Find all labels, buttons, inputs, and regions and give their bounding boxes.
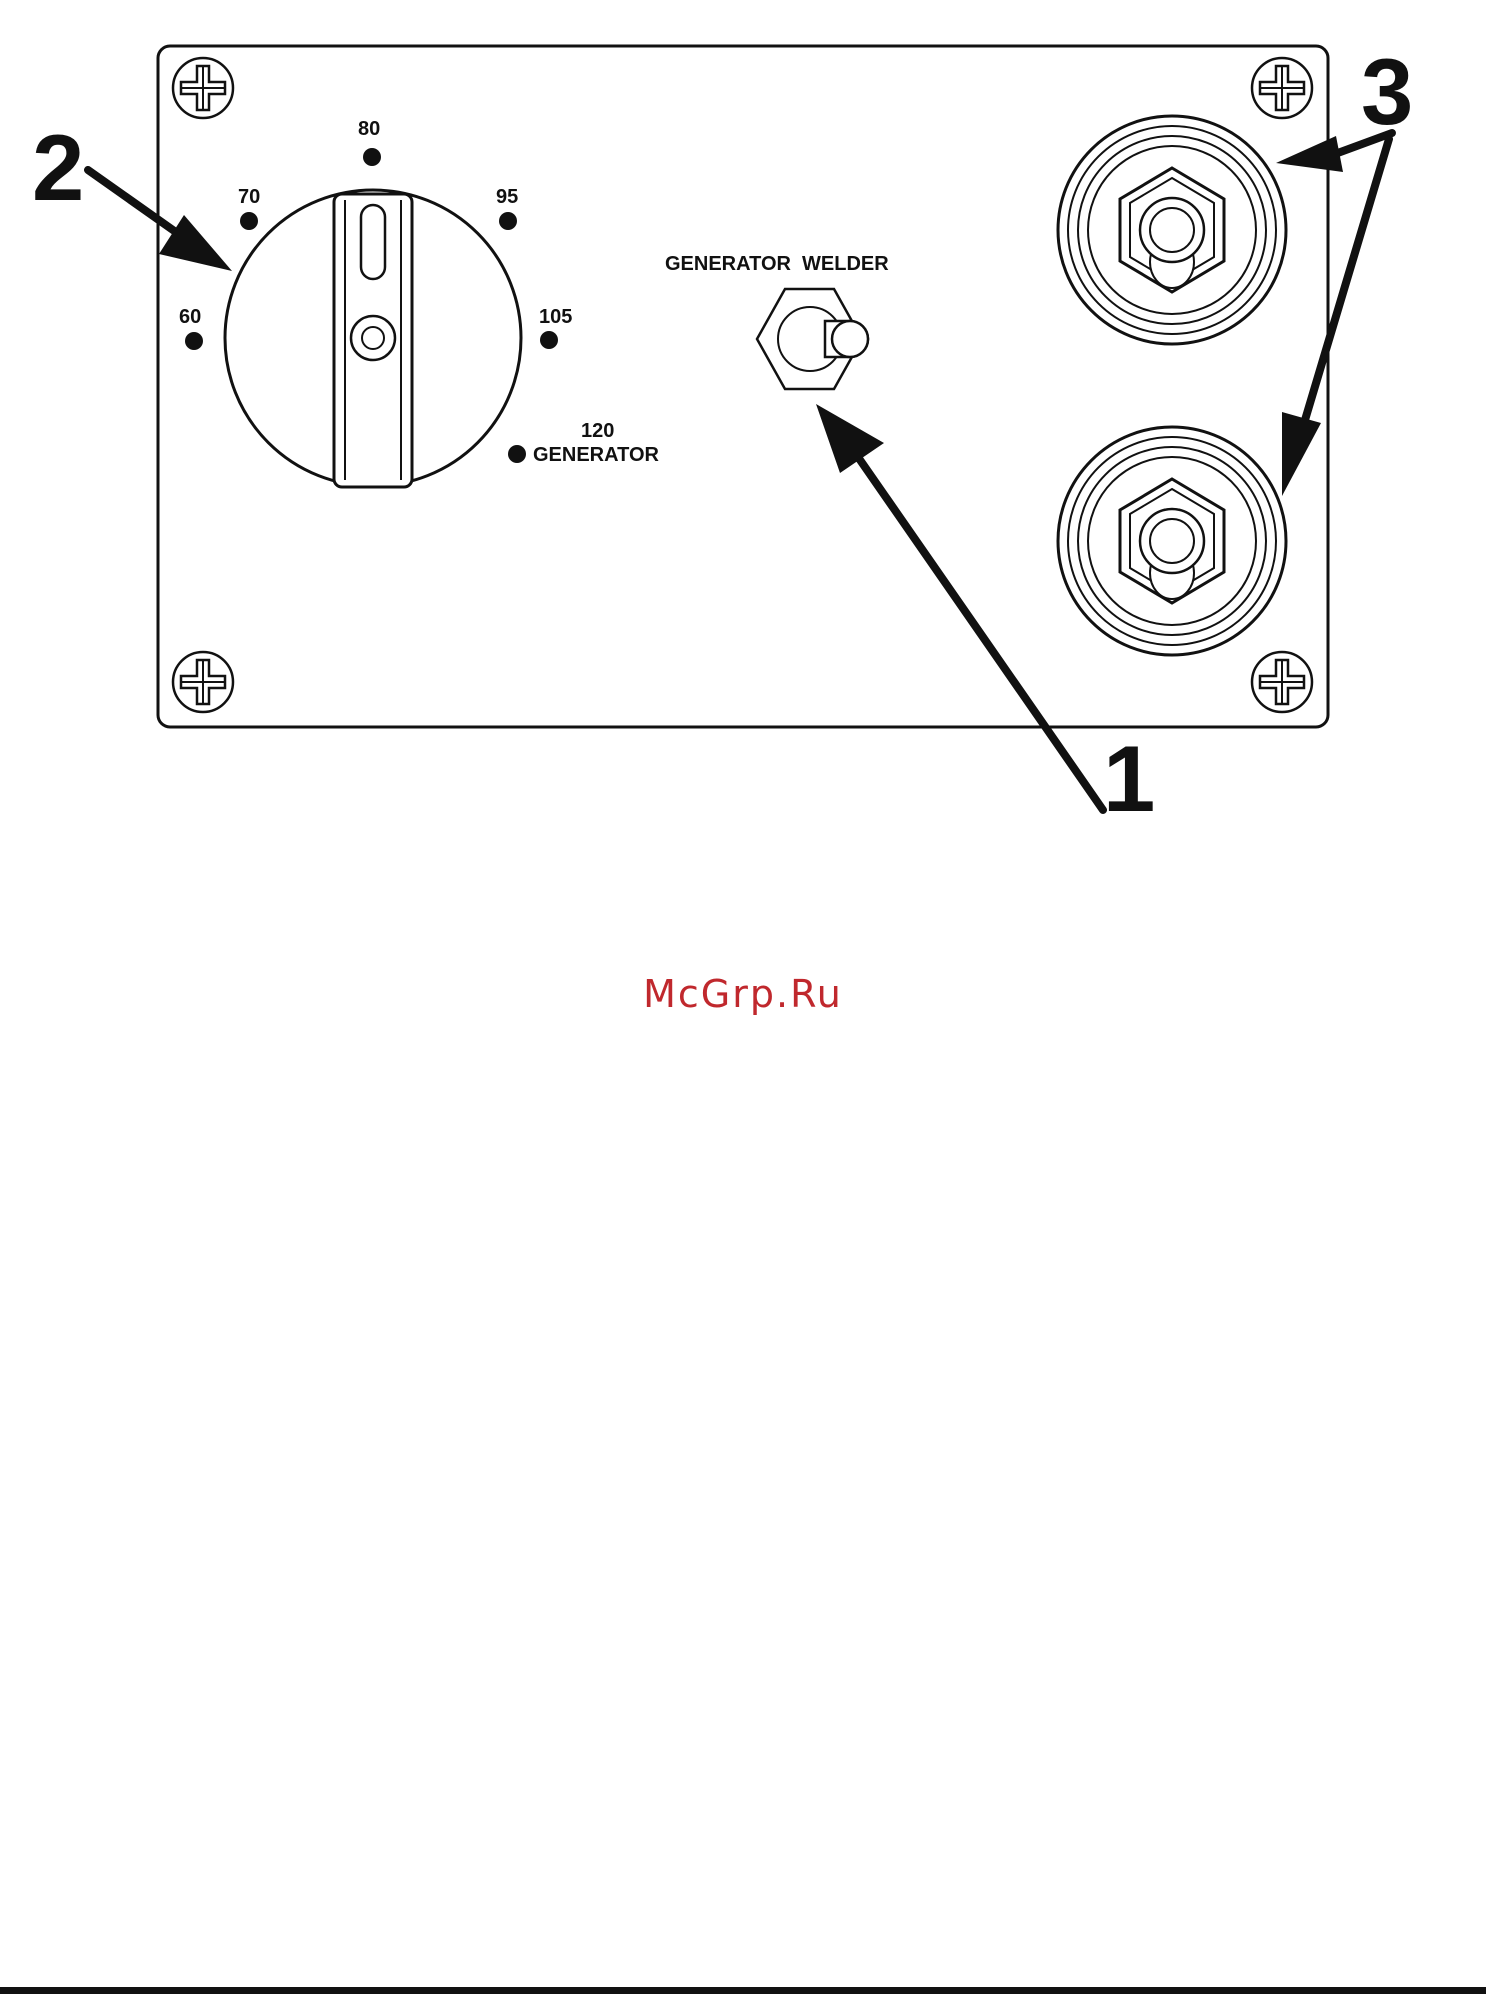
amperage-dial[interactable]: [225, 190, 521, 487]
output-terminal-bottom[interactable]: [1058, 427, 1286, 655]
bottom-rule: [0, 1987, 1486, 1994]
callout-number-1: 1: [1103, 726, 1155, 831]
callout-number-2: 2: [32, 115, 84, 220]
dial-mark-label-70: 70: [238, 186, 260, 208]
dial-mark-label-80: 80: [358, 118, 380, 140]
screw-bottom-left-icon: [173, 652, 233, 712]
screw-top-left-icon: [173, 58, 233, 118]
output-terminal-top[interactable]: [1058, 116, 1286, 344]
dial-mark-dot-70: [240, 212, 258, 230]
watermark-text: McGrp.Ru: [0, 972, 1486, 1016]
dial-mark-label-95: 95: [496, 186, 518, 208]
dial-mark-label-120: 120: [581, 420, 614, 442]
dial-mark-dot-60: [185, 332, 203, 350]
screw-top-right-icon: [1252, 58, 1312, 118]
dial-mark-dot-120: [508, 445, 526, 463]
callout-number-3: 3: [1361, 39, 1413, 144]
dial-mark-dot-105: [540, 331, 558, 349]
dial-mark-label-generator: GENERATOR: [533, 444, 659, 466]
dial-mark-dot-95: [499, 212, 517, 230]
switch-label: GENERATOR WELDER: [665, 253, 889, 275]
dial-mark-label-60: 60: [179, 306, 201, 328]
dial-mark-label-105: 105: [539, 306, 572, 328]
dial-mark-dot-80: [363, 148, 381, 166]
screw-bottom-right-icon: [1252, 652, 1312, 712]
